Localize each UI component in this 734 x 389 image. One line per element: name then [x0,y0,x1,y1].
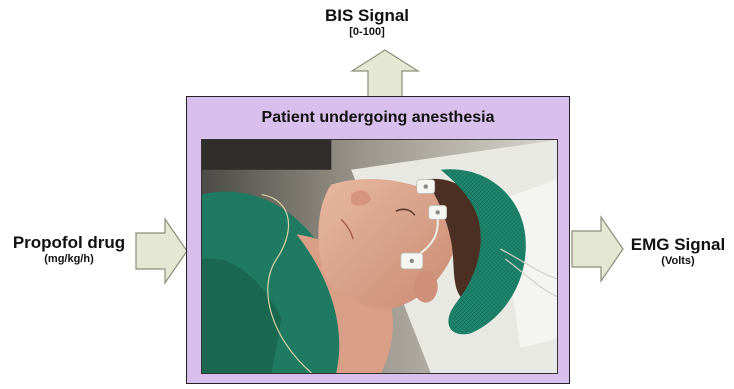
propofol-drug-title: Propofol drug [2,234,136,251]
patient-box: Patient undergoing anesthesia [186,96,570,384]
bis-signal-range: [0-100] [300,27,434,38]
bis-signal-label: BIS Signal [0-100] [300,7,434,38]
propofol-input-arrow [135,218,189,284]
emg-signal-unit: (Volts) [622,256,734,267]
emg-output-arrow [571,216,625,282]
patient-box-title: Patient undergoing anesthesia [187,110,569,126]
emg-signal-title: EMG Signal [622,236,734,253]
propofol-drug-unit: (mg/kg/h) [2,254,136,265]
bis-signal-title: BIS Signal [300,7,434,24]
emg-signal-label: EMG Signal (Volts) [622,236,734,267]
bis-output-arrow [350,49,420,99]
patient-photo [201,139,558,374]
propofol-drug-label: Propofol drug (mg/kg/h) [2,234,136,265]
